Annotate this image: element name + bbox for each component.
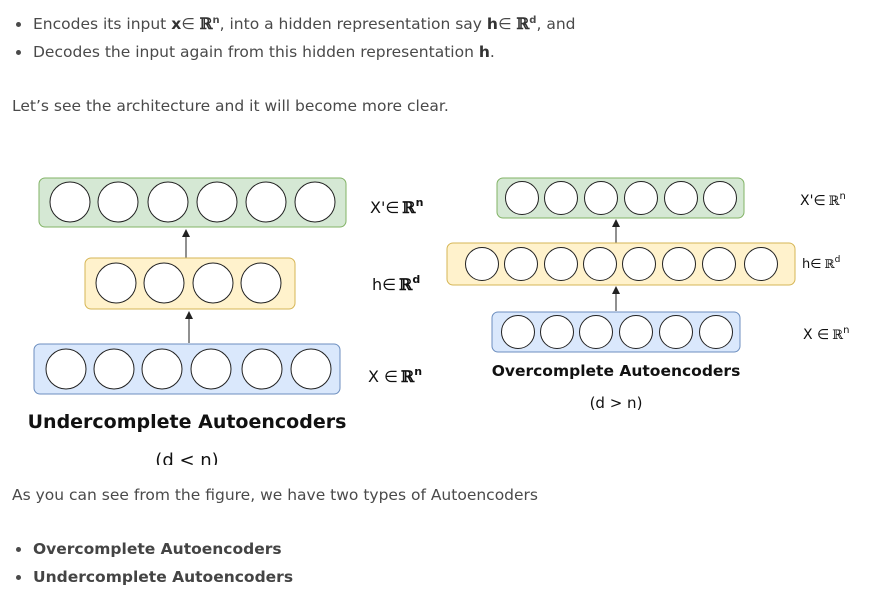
architecture-text: Let’s see the architecture and it will b… <box>12 97 449 115</box>
undercomplete-input-label: X ∈ℝn <box>368 365 422 386</box>
neuron-unit <box>662 247 696 281</box>
bullet-text: , into a hidden representation say <box>219 15 487 33</box>
neuron-unit <box>294 181 336 223</box>
neuron-unit <box>245 181 287 223</box>
overcomplete-input-label: X ∈ℝn <box>803 325 849 343</box>
neuron-unit <box>744 247 778 281</box>
neuron-unit <box>619 315 653 349</box>
neuron-unit <box>703 181 737 215</box>
undercomplete-diagram: X'∈ℝn h∈ℝd X ∈ℝn Undercomplete Autoencod… <box>28 177 423 465</box>
neuron-unit <box>702 247 736 281</box>
undercomplete-hidden-units <box>95 262 282 304</box>
intro-bullet-decode: Decodes the input again from this hidden… <box>14 38 575 66</box>
neuron-unit <box>196 181 238 223</box>
neuron-unit <box>505 181 539 215</box>
neuron-unit <box>540 315 574 349</box>
real-set-symbol: ℝ <box>199 14 213 33</box>
overcomplete-input-units <box>501 315 733 349</box>
neuron-unit <box>95 262 137 304</box>
neuron-unit <box>699 315 733 349</box>
neuron-unit <box>290 348 332 390</box>
neuron-unit <box>583 247 617 281</box>
undercomplete-output-label: X'∈ℝn <box>370 196 423 217</box>
overcomplete-hidden-label: h∈ℝd <box>802 255 840 272</box>
neuron-unit <box>501 315 535 349</box>
intro-bullet-list: Encodes its input x∈ ℝn, into a hidden r… <box>14 10 575 66</box>
bullet-text: Encodes its input <box>33 15 172 33</box>
neuron-unit <box>49 181 91 223</box>
neuron-unit <box>622 247 656 281</box>
types-text: As you can see from the figure, we have … <box>12 486 539 504</box>
neuron-unit <box>544 181 578 215</box>
element-of-symbol: ∈ <box>497 15 517 33</box>
neuron-unit <box>192 262 234 304</box>
neuron-unit <box>465 247 499 281</box>
type-item-overcomplete: Overcomplete Autoencoders <box>14 535 293 563</box>
bullet-text: . <box>489 43 495 61</box>
undercomplete-condition: (d < n) <box>155 450 218 465</box>
element-of-symbol: ∈ <box>181 15 200 33</box>
autoencoder-diagram: X'∈ℝn h∈ℝd X ∈ℝn Undercomplete Autoencod… <box>28 177 849 465</box>
undercomplete-output-units <box>49 181 336 223</box>
neuron-unit <box>45 348 87 390</box>
neuron-unit <box>97 181 139 223</box>
neuron-unit <box>190 348 232 390</box>
overcomplete-diagram: X'∈ℝn h∈ℝd X ∈ℝn Overcomplete Autoencode… <box>446 177 849 412</box>
undercomplete-input-units <box>45 348 332 390</box>
type-item-undercomplete: Undercomplete Autoencoders <box>14 563 293 591</box>
neuron-unit <box>143 262 185 304</box>
var-h: h <box>478 43 490 61</box>
neuron-unit <box>584 181 618 215</box>
var-x: x <box>171 15 182 33</box>
neuron-unit <box>544 247 578 281</box>
superscript-d: d <box>529 15 537 26</box>
neuron-unit <box>93 348 135 390</box>
neuron-unit <box>579 315 613 349</box>
neuron-unit <box>664 181 698 215</box>
types-list: Overcomplete Autoencoders Undercomplete … <box>14 535 293 591</box>
neuron-unit <box>147 181 189 223</box>
overcomplete-output-label: X'∈ℝn <box>800 191 846 209</box>
superscript-n: n <box>212 15 220 26</box>
real-set-symbol: ℝ <box>516 14 530 33</box>
neuron-unit <box>141 348 183 390</box>
neuron-unit <box>241 348 283 390</box>
undercomplete-hidden-layer <box>84 257 296 310</box>
var-h: h <box>486 15 498 33</box>
overcomplete-hidden-units <box>465 247 778 281</box>
bullet-text: Decodes the input again from this hidden… <box>33 43 479 61</box>
neuron-unit <box>240 262 282 304</box>
overcomplete-condition: (d > n) <box>590 394 643 412</box>
neuron-unit <box>624 181 658 215</box>
bullet-text: , and <box>536 15 576 33</box>
undercomplete-title: Undercomplete Autoencoders <box>28 411 347 433</box>
neuron-unit <box>659 315 693 349</box>
undercomplete-hidden-label: h∈ℝd <box>372 273 420 294</box>
overcomplete-title: Overcomplete Autoencoders <box>492 362 741 380</box>
overcomplete-output-units <box>505 181 737 215</box>
intro-bullet-encode: Encodes its input x∈ ℝn, into a hidden r… <box>14 10 575 38</box>
overcomplete-hidden-layer <box>446 242 796 286</box>
neuron-unit <box>504 247 538 281</box>
